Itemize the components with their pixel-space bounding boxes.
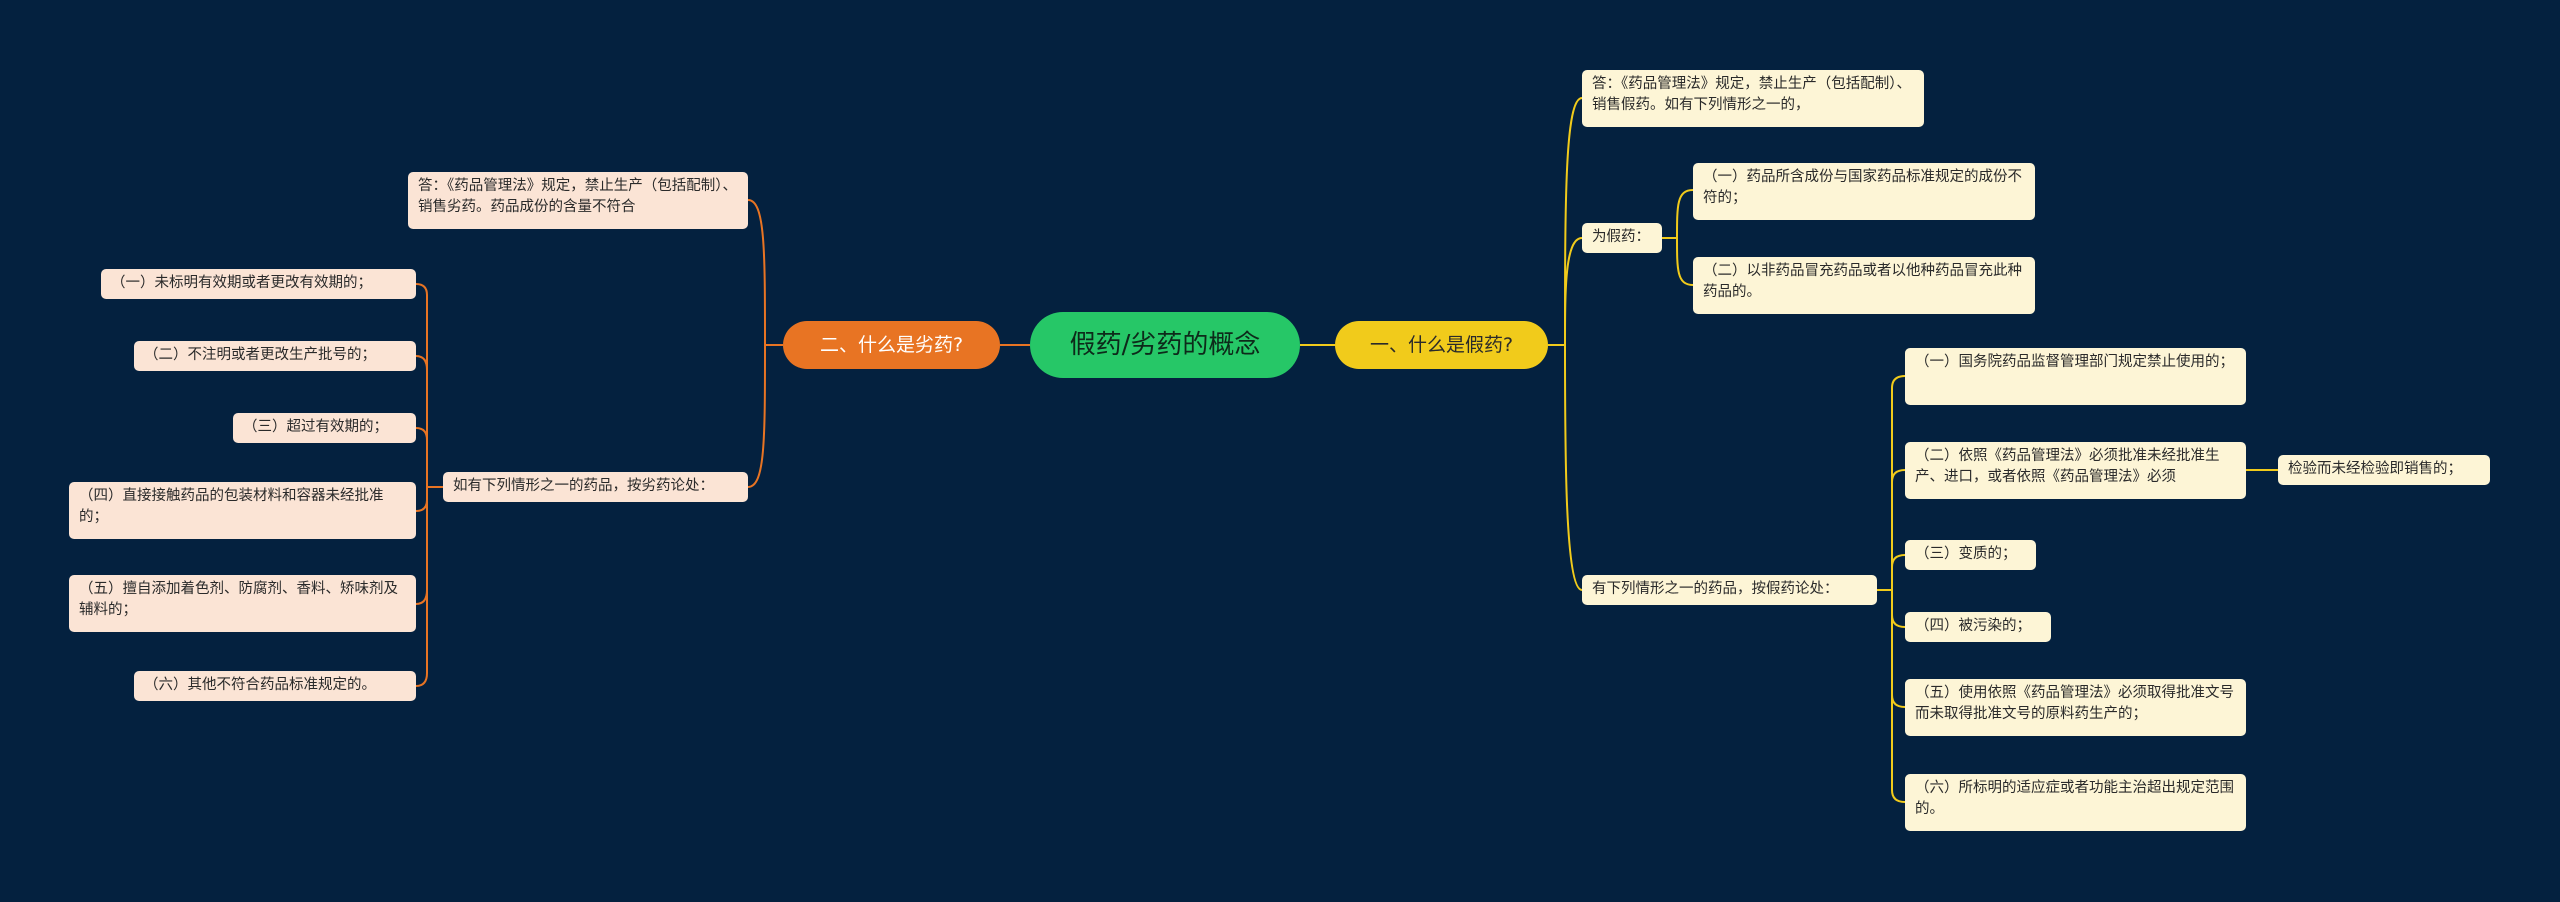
- left-item-3[interactable]: （三）超过有效期的；: [233, 413, 416, 443]
- left-item-2[interactable]: （二）不注明或者更改生产批号的；: [134, 341, 416, 371]
- fake-item-2[interactable]: （二）以非药品冒充药品或者以他种药品冒充此种药品的。: [1693, 257, 2035, 314]
- right-condition-node[interactable]: 有下列情形之一的药品，按假药论处：: [1582, 575, 1877, 605]
- left-condition-node[interactable]: 如有下列情形之一的药品，按劣药论处：: [443, 472, 748, 502]
- right-branch-node[interactable]: 一、什么是假药?: [1335, 321, 1548, 369]
- right-item-3[interactable]: （三）变质的；: [1905, 540, 2036, 570]
- right-item-2[interactable]: （二）依照《药品管理法》必须批准未经批准生产、进口，或者依照《药品管理法》必须: [1905, 442, 2246, 499]
- left-item-1[interactable]: （一）未标明有效期或者更改有效期的；: [101, 269, 416, 299]
- fake-item-1[interactable]: （一）药品所含成份与国家药品标准规定的成份不符的；: [1693, 163, 2035, 220]
- right-item-6[interactable]: （六）所标明的适应症或者功能主治超出规定范围的。: [1905, 774, 2246, 831]
- root-node[interactable]: 假药/劣药的概念: [1030, 312, 1300, 378]
- right-item-1[interactable]: （一）国务院药品监督管理部门规定禁止使用的；: [1905, 348, 2246, 405]
- left-answer-node[interactable]: 答：《药品管理法》规定，禁止生产（包括配制）、销售劣药。药品成份的含量不符合: [408, 172, 748, 229]
- left-item-6[interactable]: （六）其他不符合药品标准规定的。: [134, 671, 416, 701]
- right-item-2-extra[interactable]: 检验而未经检验即销售的；: [2278, 455, 2490, 485]
- right-answer-node[interactable]: 答：《药品管理法》规定，禁止生产（包括配制）、销售假药。如有下列情形之一的，: [1582, 70, 1924, 127]
- left-item-4[interactable]: （四）直接接触药品的包装材料和容器未经批准的；: [69, 482, 416, 539]
- right-item-4[interactable]: （四）被污染的；: [1905, 612, 2051, 642]
- right-item-5[interactable]: （五）使用依照《药品管理法》必须取得批准文号而未取得批准文号的原料药生产的；: [1905, 679, 2246, 736]
- left-branch-node[interactable]: 二、什么是劣药?: [783, 321, 1000, 369]
- fake-drug-label-node[interactable]: 为假药：: [1582, 223, 1662, 253]
- left-item-5[interactable]: （五）擅自添加着色剂、防腐剂、香料、矫味剂及辅料的；: [69, 575, 416, 632]
